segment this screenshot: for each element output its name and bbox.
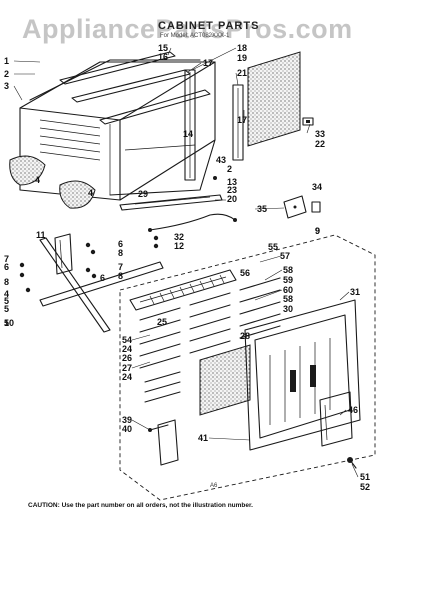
callout-number: 24 xyxy=(122,344,132,354)
callout-number: 6 xyxy=(100,273,105,283)
callout-number: 7 xyxy=(118,262,123,272)
callout-number: 27 xyxy=(122,363,132,373)
callout-number: 39 xyxy=(122,415,132,425)
callout-number: 14 xyxy=(183,129,193,139)
callout-number: 43 xyxy=(216,155,226,165)
watermark-text: AppliancePartsPros.com xyxy=(22,14,353,44)
callout-number: 26 xyxy=(122,353,132,363)
louver-grille xyxy=(129,269,237,311)
callout-number: 55 xyxy=(268,242,278,252)
caution-note: CAUTION: Use the part number on all orde… xyxy=(28,502,253,509)
callout-number: 8 xyxy=(118,248,123,258)
page-code: A6 xyxy=(210,483,218,489)
callout-number: 9 xyxy=(315,226,320,236)
lower-vanes xyxy=(144,371,181,403)
vertical-vanes xyxy=(139,277,281,369)
callout-number: 22 xyxy=(315,139,325,149)
callout-number: 8 xyxy=(118,271,123,281)
callout-number: 40 xyxy=(122,424,132,434)
control-knob xyxy=(311,201,321,213)
callout-number: 29 xyxy=(138,189,148,199)
callout-number: 46 xyxy=(348,405,358,415)
front-grille-assembly xyxy=(119,234,376,501)
clip-part xyxy=(302,117,314,126)
callout-number: 9 xyxy=(315,226,320,236)
callout-number: 7 xyxy=(4,254,9,264)
callout-number: 52 xyxy=(360,482,370,492)
callout-number: 19 xyxy=(237,53,247,63)
callout-number: 21 xyxy=(237,68,247,78)
callout-number: 5 xyxy=(4,304,9,314)
insulation-pad xyxy=(59,180,96,209)
side-bracket xyxy=(148,419,179,466)
filter-panel xyxy=(247,51,301,147)
cabinet-louvers xyxy=(39,119,101,161)
top-rails xyxy=(59,51,211,125)
callout-number: 17 xyxy=(237,115,247,125)
hardware-screws xyxy=(19,176,217,293)
support-rail xyxy=(39,237,164,333)
callout-number: 5 xyxy=(4,318,9,328)
callout-number: 20 xyxy=(227,194,237,204)
insulation-pad xyxy=(9,155,46,186)
callout-number: 8 xyxy=(4,277,9,287)
callout-number: 56 xyxy=(240,268,250,278)
vertical-channel xyxy=(184,69,196,181)
front-panel xyxy=(244,299,361,451)
louver-vanes xyxy=(149,274,225,305)
callout-number: 2 xyxy=(227,164,232,174)
callout-number: 6 xyxy=(4,262,9,272)
callout-number: 60 xyxy=(283,285,293,295)
callout-number: 59 xyxy=(283,275,293,285)
callout-number: 33 xyxy=(315,129,325,139)
callout-number: 23 xyxy=(227,185,237,195)
mounting-bracket xyxy=(54,233,73,275)
callout-number: 17 xyxy=(203,58,213,68)
callout-number: 1 xyxy=(4,56,9,66)
callout-number: 13 xyxy=(227,177,237,187)
wire-harness xyxy=(148,213,237,232)
callout-number: 28 xyxy=(240,331,250,341)
callout-number: 18 xyxy=(237,43,247,53)
callout-number: 57 xyxy=(280,251,290,261)
callout-number: 34 xyxy=(312,182,322,192)
callout-number: 15 xyxy=(158,43,168,53)
callout-labels: 1 2 3 4 4 15 16 17 18 19 17 21 14 5 9 2 … xyxy=(4,43,370,492)
callout-number: 24 xyxy=(122,372,132,382)
callout-number: 54 xyxy=(122,335,132,345)
callout-number: 58 xyxy=(283,294,293,304)
front-filter xyxy=(199,344,251,416)
callout-number: 10 xyxy=(4,318,14,328)
cabinet-shell xyxy=(9,59,216,209)
callout-number: 16 xyxy=(158,52,168,62)
diagram-subtitle: For Model: ACT082XXX-1 xyxy=(160,33,230,39)
callout-number: 11 xyxy=(36,230,46,240)
callout-number: 3 xyxy=(4,81,9,91)
callout-number: 32 xyxy=(174,232,184,242)
callout-number: 58 xyxy=(283,265,293,275)
callout-number: 31 xyxy=(350,287,360,297)
access-door xyxy=(319,391,353,447)
callout-number: 51 xyxy=(360,472,370,482)
leader-lines xyxy=(13,47,359,478)
callout-number: 30 xyxy=(283,304,293,314)
callout-number: 2 xyxy=(4,69,9,79)
bottom-screw xyxy=(347,457,357,469)
base-bar xyxy=(119,194,223,211)
callout-number: 25 xyxy=(157,317,167,327)
callout-number: 6 xyxy=(118,239,123,249)
callout-number: 12 xyxy=(174,241,184,251)
callout-number: 4 xyxy=(4,289,9,299)
callout-number: 5 xyxy=(4,296,9,306)
callout-number: 4 xyxy=(88,188,93,198)
callout-number: 4 xyxy=(35,175,40,185)
diagram-title: CABINET PARTS xyxy=(158,20,260,32)
callout-number: 41 xyxy=(198,433,208,443)
control-box xyxy=(283,195,307,219)
